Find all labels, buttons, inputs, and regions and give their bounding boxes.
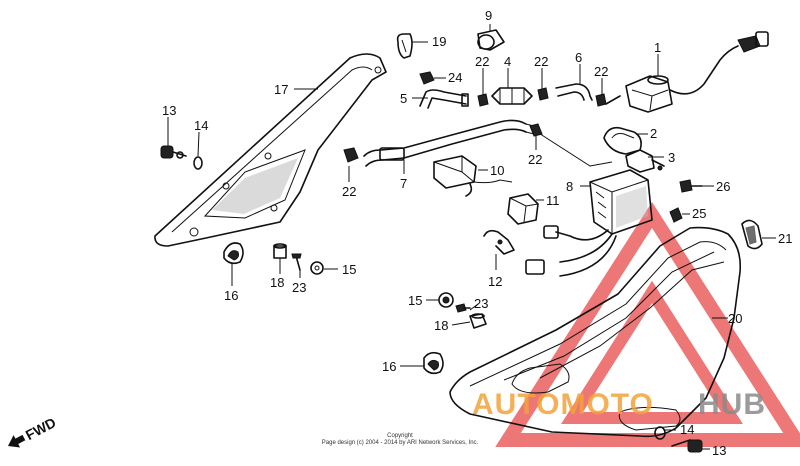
part-7-long-tube xyxy=(363,119,613,167)
callout-22: 22 xyxy=(528,152,542,167)
callout-22: 22 xyxy=(534,54,548,69)
callout-14: 14 xyxy=(194,118,208,133)
watermark-text-orange: AUTOMOTO xyxy=(472,388,654,421)
part-10-module xyxy=(433,155,513,197)
fwd-direction-indicator: FWD xyxy=(8,414,59,448)
part-20-side-cover xyxy=(449,226,742,438)
callout-15: 15 xyxy=(408,293,422,308)
part-11-relay xyxy=(507,193,539,225)
part-15-nut-center xyxy=(438,292,454,308)
part-18-collar-left xyxy=(273,243,287,259)
part-22-clamp-a xyxy=(343,147,359,163)
part-8-regulator xyxy=(525,169,653,277)
part-19-clip xyxy=(396,33,413,59)
callout-21: 21 xyxy=(778,231,792,246)
callout-17: 17 xyxy=(274,82,288,97)
callout-4: 4 xyxy=(504,54,511,69)
part-23-screw-left xyxy=(291,253,302,271)
callout-12: 12 xyxy=(488,274,502,289)
callout-25: 25 xyxy=(692,206,706,221)
callout-14: 14 xyxy=(680,422,694,437)
fwd-label: FWD xyxy=(23,414,59,443)
watermark-triangle-outer xyxy=(495,202,800,447)
part-6-tube xyxy=(555,83,593,101)
part-14-washer-right xyxy=(654,426,666,440)
leader-lines xyxy=(167,24,776,450)
part-4-fuel-filter xyxy=(491,87,533,105)
watermark-text: AUTOMOTO HUB xyxy=(472,388,766,421)
callout-11: 11 xyxy=(546,193,560,208)
part-5-tube xyxy=(419,89,469,109)
callout-labels: 13 14 17 19 24 5 9 22 4 22 6 22 1 2 3 22… xyxy=(162,8,792,458)
callout-20: 20 xyxy=(728,311,742,326)
part-2-holder xyxy=(603,126,642,155)
callout-1: 1 xyxy=(654,40,661,55)
callout-8: 8 xyxy=(566,179,573,194)
callout-23: 23 xyxy=(292,280,306,295)
part-21-rubber xyxy=(741,219,763,250)
part-17-side-cover xyxy=(154,53,387,247)
part-14-washer-left xyxy=(193,156,203,170)
part-23-screw-center xyxy=(455,303,471,313)
callout-13: 13 xyxy=(712,443,726,458)
copyright-notice: Copyright Page design (c) 2004 - 2014 by… xyxy=(322,433,479,446)
callout-22: 22 xyxy=(342,184,356,199)
callout-26: 26 xyxy=(716,179,730,194)
callout-18: 18 xyxy=(270,275,284,290)
part-26-bolt xyxy=(679,179,703,193)
copyright-line-2: Page design (c) 2004 - 2014 by ARI Netwo… xyxy=(322,440,479,446)
part-1-solenoid xyxy=(605,31,769,113)
callout-23: 23 xyxy=(474,296,488,311)
fwd-arrow-icon xyxy=(8,434,26,448)
watermark-text-gray: HUB xyxy=(698,388,766,421)
part-22-clamp-c xyxy=(537,87,549,101)
part-25-bolt xyxy=(669,207,683,223)
part-15-nut-left xyxy=(310,261,324,275)
callout-16: 16 xyxy=(382,359,396,374)
callout-22: 22 xyxy=(594,64,608,79)
callout-22: 22 xyxy=(475,54,489,69)
callout-24: 24 xyxy=(448,70,462,85)
part-9-cap xyxy=(477,29,505,51)
callout-19: 19 xyxy=(432,34,446,49)
copyright-line-1: Copyright xyxy=(387,433,413,439)
part-13-bolt-left xyxy=(160,145,187,159)
callout-18: 18 xyxy=(434,318,448,333)
watermark-triangle-inner xyxy=(561,280,743,424)
part-22-clamp-e xyxy=(529,123,543,137)
part-3-connector xyxy=(625,149,665,173)
part-24-nut xyxy=(419,71,435,85)
callout-6: 6 xyxy=(575,50,582,65)
part-12-bracket xyxy=(483,229,515,255)
callout-16: 16 xyxy=(224,288,238,303)
callout-3: 3 xyxy=(668,150,675,165)
part-13-bolt-right xyxy=(671,439,703,453)
callout-9: 9 xyxy=(485,8,492,23)
callout-15: 15 xyxy=(342,262,356,277)
callout-2: 2 xyxy=(650,126,657,141)
part-22-clamp-d xyxy=(595,93,607,107)
callout-7: 7 xyxy=(400,176,407,191)
part-18-collar-center xyxy=(469,313,487,329)
callout-13: 13 xyxy=(162,103,176,118)
callout-5: 5 xyxy=(400,91,407,106)
callout-10: 10 xyxy=(490,163,504,178)
part-16-grommet-center xyxy=(423,351,444,375)
watermark-logo xyxy=(495,202,800,447)
part-16-grommet-left xyxy=(223,242,244,265)
